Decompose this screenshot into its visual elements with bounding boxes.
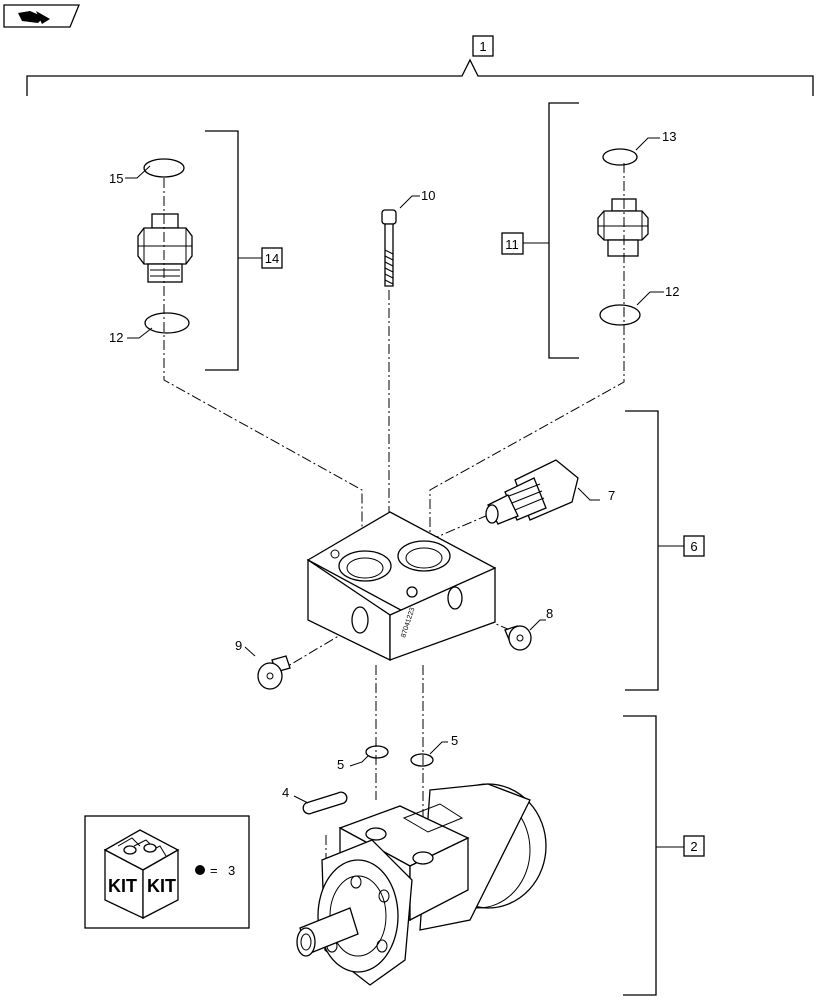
plug-9 [257, 655, 291, 690]
bracket-2 [623, 715, 657, 996]
callout-10: 10 [421, 188, 435, 203]
callout-7: 7 [608, 488, 615, 503]
callout-box-6[interactable] [683, 535, 705, 557]
kit-label-right: KIT [147, 876, 176, 896]
valve-7 [485, 459, 579, 525]
fitting-left [137, 213, 193, 283]
fitting-right [597, 198, 649, 257]
o-ring-5-left [365, 745, 389, 759]
kit-number: 3 [228, 863, 235, 878]
kit-equals: = [210, 863, 218, 878]
o-ring-15 [143, 158, 185, 178]
callout-6: 6 [690, 539, 697, 554]
manifold-block: 87041223 [306, 511, 497, 662]
callout-8: 8 [546, 606, 553, 621]
callout-4: 4 [282, 785, 289, 800]
page-navigation-icon[interactable] [3, 4, 80, 28]
callout-12-left: 12 [109, 330, 123, 345]
bracket-14 [205, 130, 239, 371]
callout-box-2[interactable] [683, 835, 705, 857]
o-ring-5-right [410, 753, 434, 767]
bracket-11 [548, 102, 579, 359]
callout-5-left: 5 [337, 757, 344, 772]
bolt-10 [381, 209, 397, 287]
callout-11: 11 [505, 237, 519, 252]
callout-box-14[interactable] [261, 247, 283, 269]
callout-12-right: 12 [665, 284, 679, 299]
bracket-6 [625, 410, 659, 691]
callout-9: 9 [235, 638, 242, 653]
callout-2: 2 [690, 839, 697, 854]
kit-label-left: KIT [108, 876, 137, 896]
hydraulic-motor [296, 783, 547, 986]
kit-box: KIT KIT = 3 [84, 815, 250, 929]
o-ring-12-left [144, 312, 190, 334]
o-ring-12-right [599, 304, 641, 326]
callout-box-1[interactable] [472, 35, 494, 57]
o-ring-13 [602, 148, 638, 166]
key-4 [302, 791, 348, 815]
callout-1: 1 [479, 39, 486, 54]
callout-box-11[interactable] [501, 232, 524, 255]
callout-5-right: 5 [451, 733, 458, 748]
callout-14: 14 [265, 251, 279, 266]
callout-15: 15 [109, 171, 123, 186]
assembly-bracket-top [26, 58, 814, 96]
plug-8 [504, 625, 532, 651]
kit-bullet-icon [195, 865, 205, 875]
callout-13: 13 [662, 129, 676, 144]
